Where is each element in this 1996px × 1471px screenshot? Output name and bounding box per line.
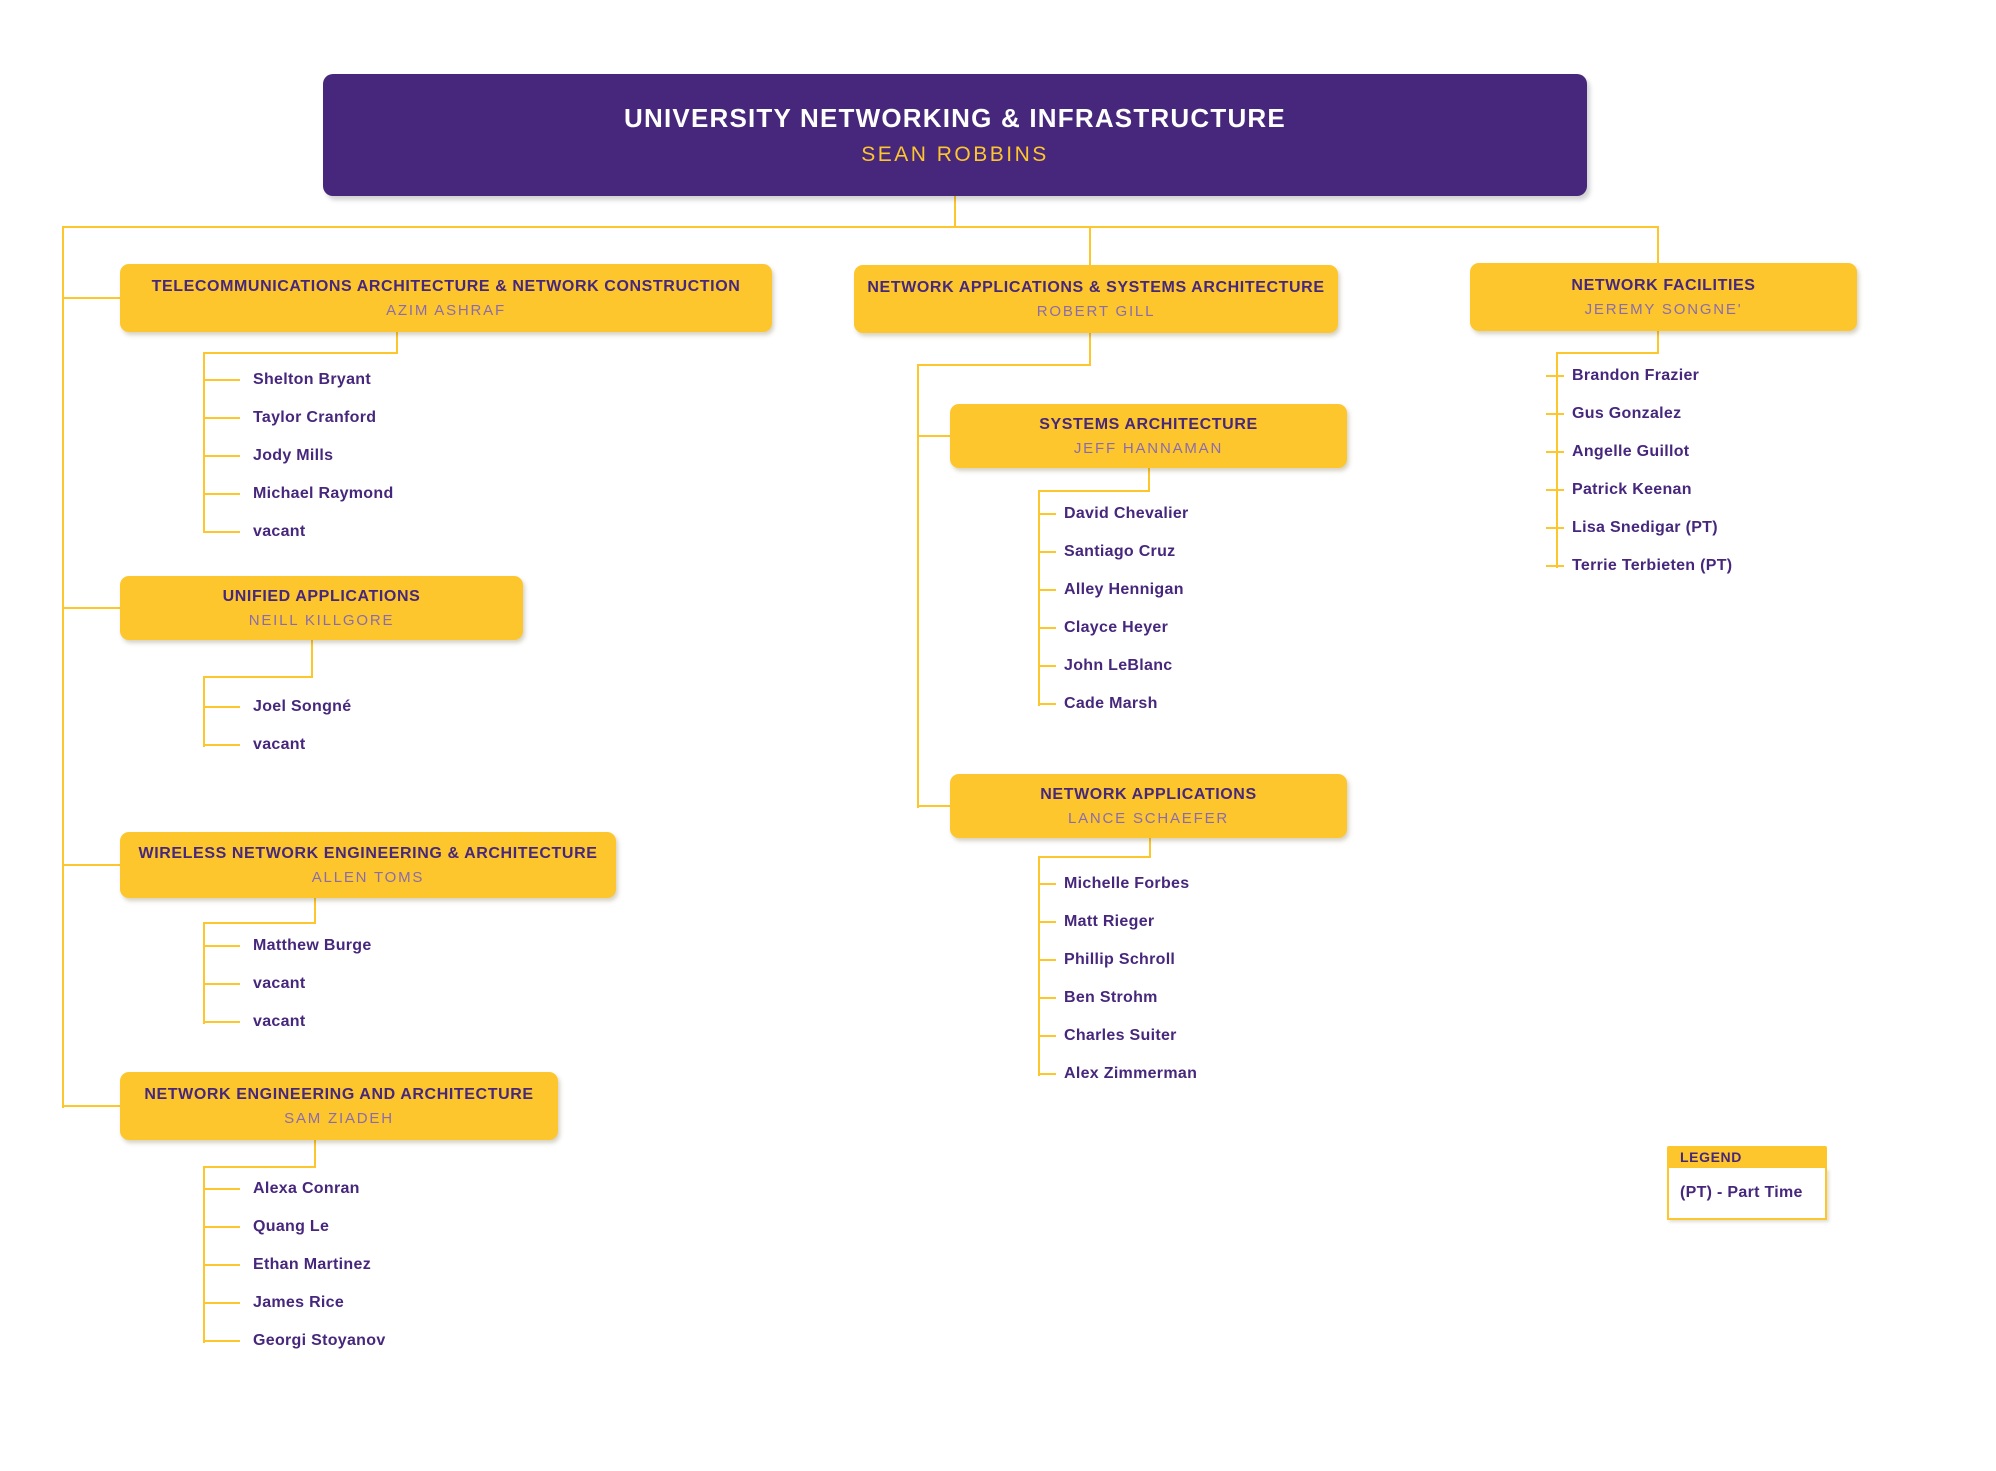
member-name: David Chevalier: [1038, 505, 1189, 522]
dept-box-network-facilities: NETWORK FACILITIES JEREMY SONGNE': [1470, 263, 1857, 331]
connector-line: [62, 607, 120, 609]
member-name: Shelton Bryant: [203, 371, 371, 388]
member-name: Matthew Burge: [203, 937, 372, 954]
dept-box-systems-architecture: SYSTEMS ARCHITECTURE JEFF HANNAMAN: [950, 404, 1347, 468]
dept-box-network-applications: NETWORK APPLICATIONS LANCE SCHAEFER: [950, 774, 1347, 838]
connector-line: [1089, 226, 1091, 267]
connector-line: [917, 364, 919, 808]
connector-line: [1556, 352, 1659, 354]
dept-box-wireless-engineering: WIRELESS NETWORK ENGINEERING & ARCHITECT…: [120, 832, 616, 898]
connector-line: [62, 864, 120, 866]
member-name: Santiago Cruz: [1037, 543, 1176, 560]
org-title: UNIVERSITY NETWORKING & INFRASTRUCTURE: [624, 103, 1286, 133]
dept-title: NETWORK APPLICATIONS & SYSTEMS ARCHITECT…: [867, 278, 1325, 296]
member-name: John LeBlanc: [1038, 657, 1173, 674]
dept-manager: ALLEN TOMS: [311, 868, 425, 886]
connector-line: [203, 1166, 205, 1343]
member-name: Charles Suiter: [1038, 1027, 1177, 1044]
connector-line: [62, 226, 1659, 228]
connector-line: [62, 297, 120, 299]
connector-line: [917, 435, 950, 437]
connector-line: [1657, 226, 1659, 265]
connector-line: [1038, 856, 1040, 1076]
member-name: Taylor Cranford: [202, 409, 377, 426]
org-manager: SEAN ROBBINS: [861, 143, 1049, 166]
member-name: Matt Rieger: [1037, 913, 1155, 930]
connector-line: [1149, 838, 1151, 858]
member-name: Michelle Forbes: [1037, 875, 1190, 892]
connector-line: [917, 364, 1091, 366]
legend-title: LEGEND: [1667, 1146, 1827, 1168]
connector-line: [917, 805, 950, 807]
member-name: Georgi Stoyanov: [203, 1332, 386, 1349]
dept-manager: SAM ZIADEH: [284, 1109, 394, 1127]
member-name: Patrick Keenan: [1546, 481, 1692, 498]
member-name: Alexa Conran: [203, 1180, 360, 1197]
connector-line: [314, 898, 316, 924]
dept-title: SYSTEMS ARCHITECTURE: [1039, 415, 1258, 433]
connector-line: [1657, 331, 1659, 354]
dept-manager: JEREMY SONGNE': [1584, 300, 1743, 318]
connector-line: [1038, 490, 1150, 492]
connector-line: [203, 922, 205, 1024]
member-name: Ethan Martinez: [203, 1256, 371, 1273]
member-name: Lisa Snedigar (PT): [1546, 519, 1718, 536]
dept-manager: LANCE SCHAEFER: [1067, 809, 1230, 827]
member-name: vacant: [203, 523, 306, 540]
dept-box-unified-applications: UNIFIED APPLICATIONS NEILL KILLGORE: [120, 576, 523, 640]
dept-manager: JEFF HANNAMAN: [1073, 439, 1224, 457]
connector-line: [203, 676, 205, 747]
connector-line: [314, 1140, 316, 1168]
member-name: Ben Strohm: [1038, 989, 1158, 1006]
connector-line: [203, 352, 205, 533]
member-name: vacant: [203, 736, 306, 753]
dept-box-network-engineering: NETWORK ENGINEERING AND ARCHITECTURE SAM…: [120, 1072, 558, 1140]
member-name: Alley Hennigan: [1038, 581, 1184, 598]
dept-title: NETWORK APPLICATIONS: [1040, 785, 1257, 803]
connector-line: [203, 676, 313, 678]
connector-line: [396, 332, 398, 354]
root-box: UNIVERSITY NETWORKING & INFRASTRUCTURE S…: [323, 74, 1587, 196]
member-name: Michael Raymond: [203, 485, 394, 502]
dept-title: NETWORK FACILITIES: [1571, 276, 1756, 294]
dept-title: WIRELESS NETWORK ENGINEERING & ARCHITECT…: [138, 844, 598, 862]
connector-line: [1038, 856, 1151, 858]
member-name: Terrie Terbieten (PT): [1545, 557, 1733, 574]
connector-line: [311, 640, 313, 678]
dept-manager: NEILL KILLGORE: [248, 611, 395, 629]
connector-line: [62, 226, 64, 1108]
connector-line: [203, 1166, 316, 1168]
member-name: Clayce Heyer: [1037, 619, 1169, 636]
connector-line: [1089, 333, 1091, 366]
dept-title: NETWORK ENGINEERING AND ARCHITECTURE: [144, 1085, 534, 1103]
legend-entry: (PT) - Part Time: [1667, 1168, 1827, 1220]
member-name: Alex Zimmerman: [1037, 1065, 1198, 1082]
connector-line: [1148, 468, 1150, 492]
member-name: Cade Marsh: [1038, 695, 1158, 712]
connector-line: [1038, 490, 1040, 706]
member-name: Quang Le: [202, 1218, 330, 1235]
dept-box-telecom-architecture: TELECOMMUNICATIONS ARCHITECTURE & NETWOR…: [120, 264, 772, 332]
dept-title: UNIFIED APPLICATIONS: [222, 587, 421, 605]
dept-title: TELECOMMUNICATIONS ARCHITECTURE & NETWOR…: [151, 277, 741, 295]
connector-line: [1556, 352, 1558, 568]
connector-line: [203, 922, 316, 924]
member-name: Phillip Schroll: [1037, 951, 1176, 968]
member-name: James Rice: [202, 1294, 345, 1311]
member-name: vacant: [203, 975, 306, 992]
member-name: Brandon Frazier: [1545, 367, 1700, 384]
dept-manager: AZIM ASHRAF: [386, 301, 506, 319]
dept-box-network-apps-systems-architecture: NETWORK APPLICATIONS & SYSTEMS ARCHITECT…: [854, 265, 1338, 333]
connector-line: [203, 352, 398, 354]
member-name: Joel Songné: [202, 698, 352, 715]
member-name: Angelle Guillot: [1545, 443, 1690, 460]
connector-line: [954, 196, 956, 228]
dept-manager: ROBERT GILL: [1036, 302, 1156, 320]
connector-line: [62, 1105, 120, 1107]
member-name: vacant: [203, 1013, 306, 1030]
member-name: Jody Mills: [202, 447, 334, 464]
member-name: Gus Gonzalez: [1545, 405, 1682, 422]
